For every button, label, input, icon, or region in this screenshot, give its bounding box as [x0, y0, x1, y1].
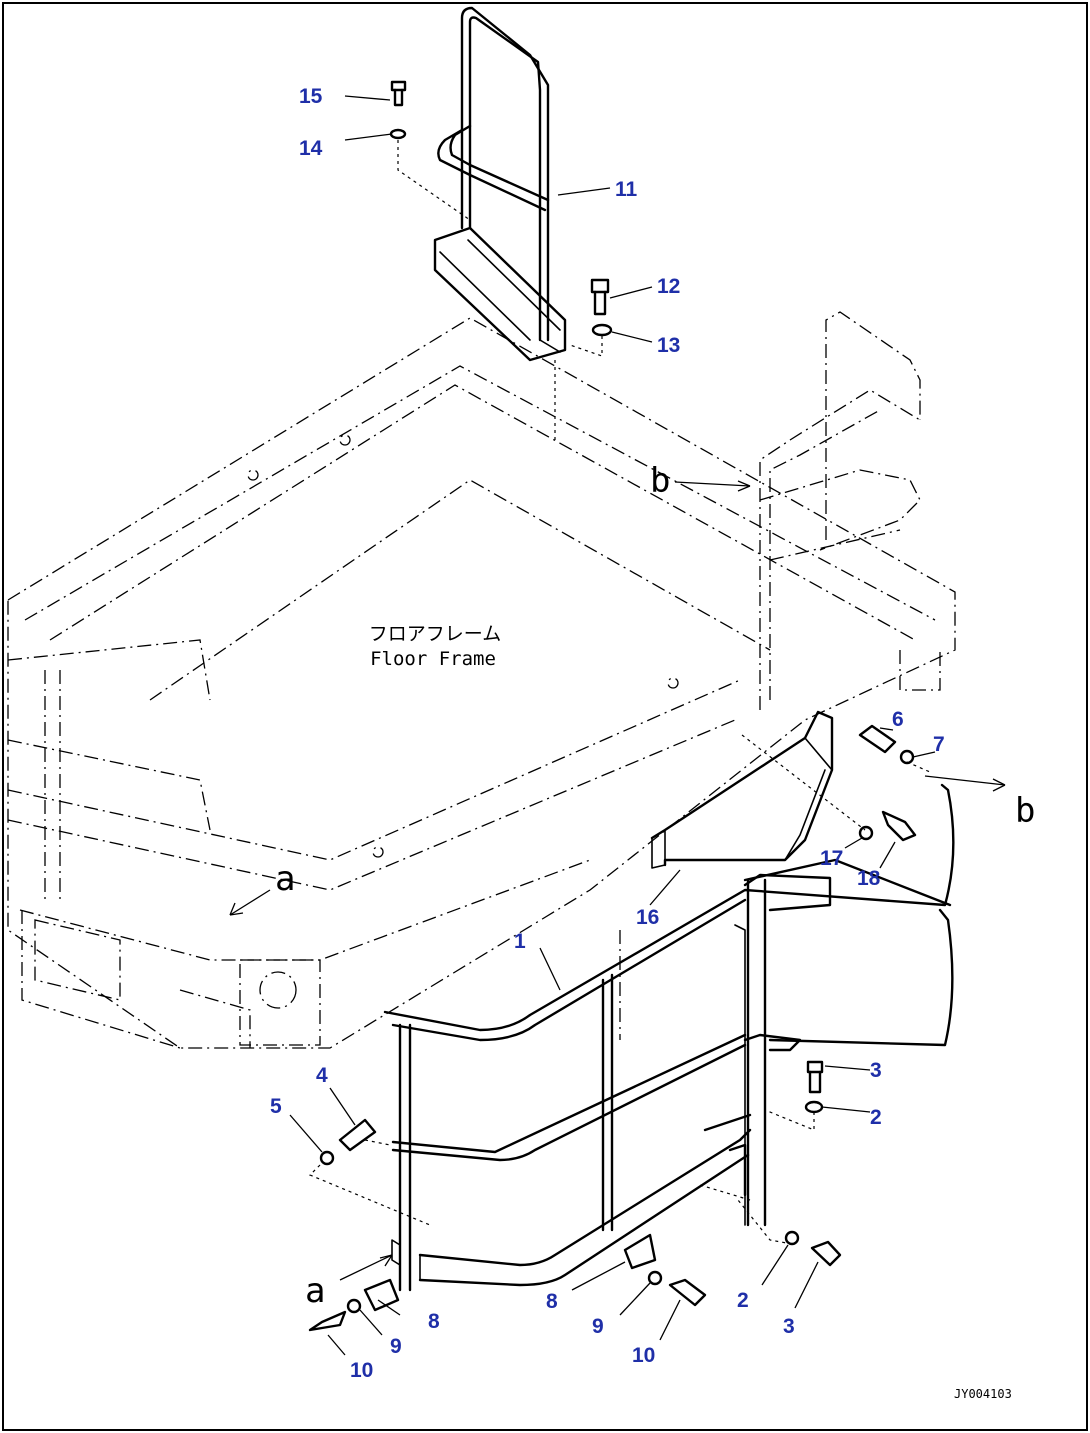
leader-lines [229, 95, 1006, 1356]
part-number-labels: 1 2 2 3 3 4 5 6 7 8 8 9 9 10 10 11 12 13… [270, 85, 945, 1382]
floor-frame-outline [7, 317, 956, 1049]
part-number-7[interactable]: 7 [933, 733, 945, 756]
view-reference-letters: b b a a [275, 461, 1035, 1311]
part-number-8-left[interactable]: 8 [428, 1310, 440, 1333]
view-ref-a-lower: a [305, 1271, 325, 1311]
drawing-code: JY004103 [954, 1387, 1012, 1401]
part-number-16[interactable]: 16 [636, 906, 659, 929]
part-number-2[interactable]: 2 [870, 1106, 882, 1129]
part-number-2-lower[interactable]: 2 [737, 1289, 749, 1312]
part-number-6[interactable]: 6 [892, 708, 904, 731]
part-number-1[interactable]: 1 [514, 930, 526, 953]
bracket-16 [650, 710, 834, 869]
part-number-9-left[interactable]: 9 [390, 1335, 402, 1358]
part-number-11[interactable]: 11 [615, 178, 638, 201]
handrail-1 [383, 783, 955, 1292]
part-number-13[interactable]: 13 [657, 334, 680, 357]
floor-frame-label-jp: フロアフレーム [369, 623, 501, 645]
view-ref-a-upper: a [275, 859, 295, 899]
part-number-15[interactable]: 15 [299, 85, 323, 108]
part-number-3[interactable]: 3 [870, 1059, 882, 1082]
part-number-17[interactable]: 17 [820, 847, 843, 870]
part-number-9[interactable]: 9 [592, 1315, 604, 1338]
part-number-14[interactable]: 14 [299, 137, 323, 160]
floor-frame-label-en: Floor Frame [370, 648, 496, 670]
part-number-8[interactable]: 8 [546, 1290, 558, 1313]
part-number-10-left[interactable]: 10 [350, 1359, 373, 1382]
part-number-3-lower[interactable]: 3 [783, 1315, 795, 1338]
part-number-12[interactable]: 12 [657, 275, 680, 298]
part-number-10[interactable]: 10 [632, 1344, 655, 1367]
view-ref-b-right: b [1015, 791, 1035, 831]
handrail-11 [433, 6, 567, 362]
part-number-18[interactable]: 18 [857, 867, 881, 890]
part-number-5[interactable]: 5 [270, 1095, 282, 1118]
assembly-lines [308, 140, 931, 1245]
rear-handrail-phantom [759, 311, 921, 710]
view-ref-b-upper: b [650, 461, 670, 501]
part-number-4[interactable]: 4 [316, 1064, 328, 1087]
floor-frame-label: フロアフレーム Floor Frame [369, 623, 501, 670]
